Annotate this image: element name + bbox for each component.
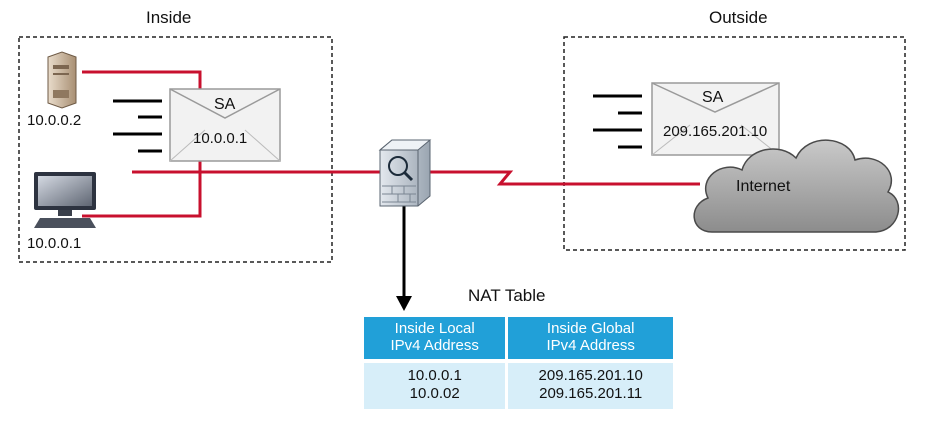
nat-table: Inside Local IPv4 Address Inside Global …: [364, 317, 673, 409]
pc-icon: [34, 172, 96, 228]
server-ip-label: 10.0.0.2: [27, 112, 82, 129]
table-row: 10.0.0.1 209.165.201.10: [364, 363, 673, 385]
outside-packet-header: SA: [702, 89, 724, 106]
table-row: 10.0.02 209.165.201.11: [364, 385, 673, 409]
internet-cloud-icon: [693, 139, 900, 233]
inside-local-cell: 10.0.02: [364, 385, 507, 409]
server-icon: [47, 51, 77, 109]
inside-packet-header: SA: [214, 96, 236, 113]
inside-local-cell: 10.0.0.1: [364, 363, 507, 385]
nat-router-icon: [378, 139, 432, 207]
inside-motion-lines: [113, 99, 162, 153]
col-header-inside-global: Inside Global IPv4 Address: [505, 317, 673, 359]
nat-table-title: NAT Table: [468, 286, 546, 305]
pc-ip-label: 10.0.0.1: [27, 235, 82, 252]
envelope-icon: [169, 88, 281, 162]
nat-lookup-arrow: [396, 206, 412, 311]
inside-packet-source-address: 10.0.0.1: [193, 130, 248, 147]
col-header-line: Inside Local: [394, 320, 475, 337]
envelope-icon: [651, 82, 780, 156]
col-header-line: Inside Global: [546, 320, 635, 337]
inside-zone-box: [18, 36, 333, 263]
inside-zone-title: Inside: [146, 8, 192, 27]
outside-motion-lines: [593, 94, 642, 149]
col-header-line: IPv4 Address: [390, 337, 479, 354]
outside-zone-box: [563, 36, 906, 251]
internet-label: Internet: [736, 178, 791, 195]
outside-zone-title: Outside: [709, 8, 768, 27]
col-header-line: IPv4 Address: [546, 337, 635, 354]
inside-global-cell: 209.165.201.10: [505, 363, 673, 385]
inside-global-cell: 209.165.201.11: [505, 385, 673, 409]
col-header-inside-local: Inside Local IPv4 Address: [364, 317, 507, 359]
outside-packet-source-address: 209.165.201.10: [663, 123, 768, 140]
